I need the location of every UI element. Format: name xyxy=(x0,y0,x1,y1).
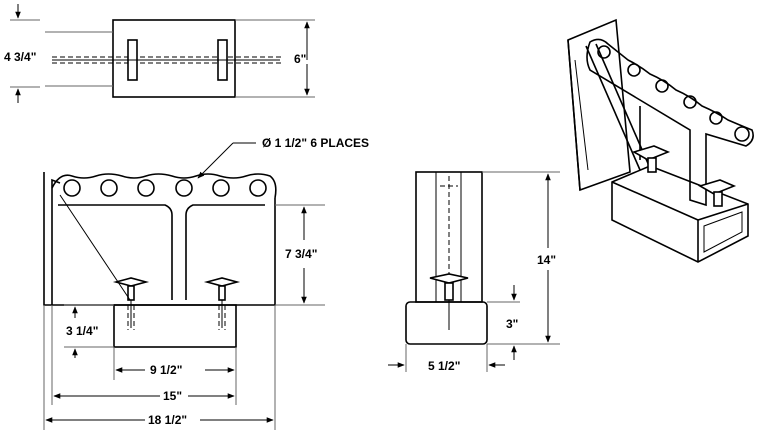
dim-side-tube-height: 3" xyxy=(506,317,518,331)
dim-tube-length: 9 1/2" xyxy=(150,363,182,377)
front-knob-left xyxy=(112,277,150,330)
isometric-view xyxy=(567,18,754,263)
dim-side-height: 14" xyxy=(537,253,556,267)
iso-knob-right xyxy=(697,179,737,207)
dim-upper-height: 7 3/4" xyxy=(285,247,317,261)
top-knob-left xyxy=(124,39,141,81)
top-knob-right xyxy=(214,39,231,81)
side-view: 14" 3" 5 1/2" xyxy=(388,171,560,373)
iso-knob-left xyxy=(631,145,671,173)
side-knob xyxy=(429,273,469,328)
front-view: Ø 1 1/2" 6 PLACES 7 3/4" 3 1/4" 9 1/2" 1… xyxy=(43,136,369,430)
dim-side-tube-width: 5 1/2" xyxy=(428,359,460,373)
dim-top-width: 4 3/4" xyxy=(4,50,36,64)
dim-base-length: 15" xyxy=(163,389,182,403)
top-view: 4 3/4" 6" xyxy=(4,4,315,103)
dim-tube-height: 3 1/4" xyxy=(66,324,98,338)
dim-top-length: 6" xyxy=(294,52,306,66)
hole-note: Ø 1 1/2" 6 PLACES xyxy=(262,136,369,150)
front-knob-right xyxy=(203,277,241,330)
dim-overall-length: 18 1/2" xyxy=(148,413,187,427)
